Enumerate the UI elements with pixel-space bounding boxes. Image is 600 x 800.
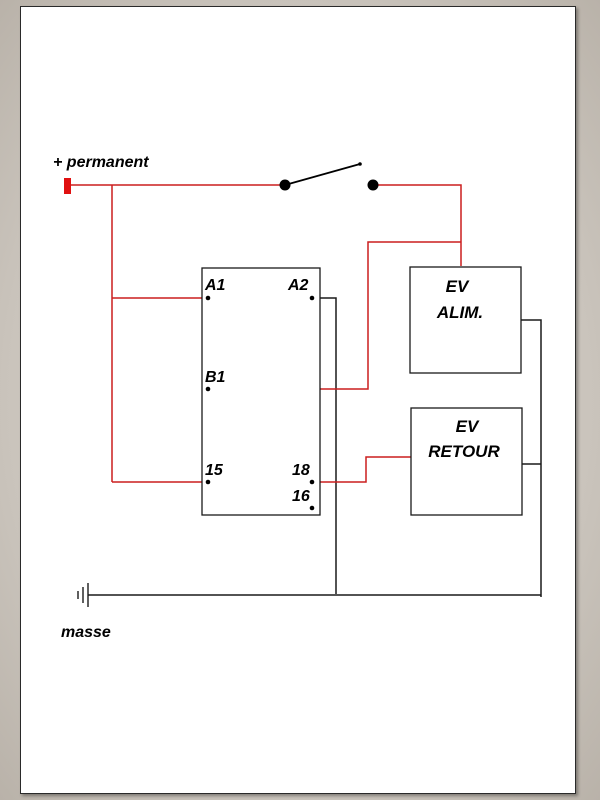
valve-supply-box — [409, 266, 522, 374]
relay-pin-b1-label: B1 — [205, 369, 226, 386]
relay-pin-18-dot — [309, 479, 315, 485]
relay: A1 A2 B1 15 18 16 — [201, 267, 321, 516]
valve-return-label-2: RETOUR — [428, 442, 500, 461]
relay-pin-16-dot — [309, 505, 315, 511]
valve-supply-label-2: ALIM. — [436, 303, 483, 322]
relay-pin-16-label: 16 — [292, 488, 310, 505]
wire-ev-alim-to-ground — [521, 319, 542, 597]
wire-switch-to-ev-alim — [373, 184, 462, 266]
valve-supply: EV ALIM. — [409, 266, 522, 374]
ground-wires — [88, 297, 542, 597]
ground-label: masse — [61, 624, 111, 641]
switch[interactable] — [279, 162, 379, 191]
valve-return-box — [410, 407, 523, 516]
relay-box — [201, 267, 321, 516]
valve-supply-label-1: EV — [446, 277, 470, 296]
ground-symbol — [77, 583, 89, 607]
relay-pin-a1-label: A1 — [204, 277, 226, 294]
power-terminal — [64, 178, 71, 194]
relay-pin-a1-dot — [205, 295, 211, 301]
power-label: + permanent — [53, 154, 149, 171]
switch-contact-right — [367, 179, 379, 191]
relay-pin-15-dot — [205, 479, 211, 485]
relay-pin-b1-dot — [205, 386, 211, 392]
valve-return-label-1: EV — [456, 417, 480, 436]
valve-return: EV RETOUR — [410, 407, 523, 516]
wire-18-to-ev-retour — [312, 456, 411, 483]
relay-pin-18-label: 18 — [292, 462, 310, 479]
relay-pin-a2-label: A2 — [287, 277, 309, 294]
relay-pin-a2-dot — [309, 295, 315, 301]
relay-pin-15-label: 15 — [205, 462, 224, 479]
switch-lever — [284, 163, 361, 186]
switch-lever-tip — [358, 162, 362, 166]
